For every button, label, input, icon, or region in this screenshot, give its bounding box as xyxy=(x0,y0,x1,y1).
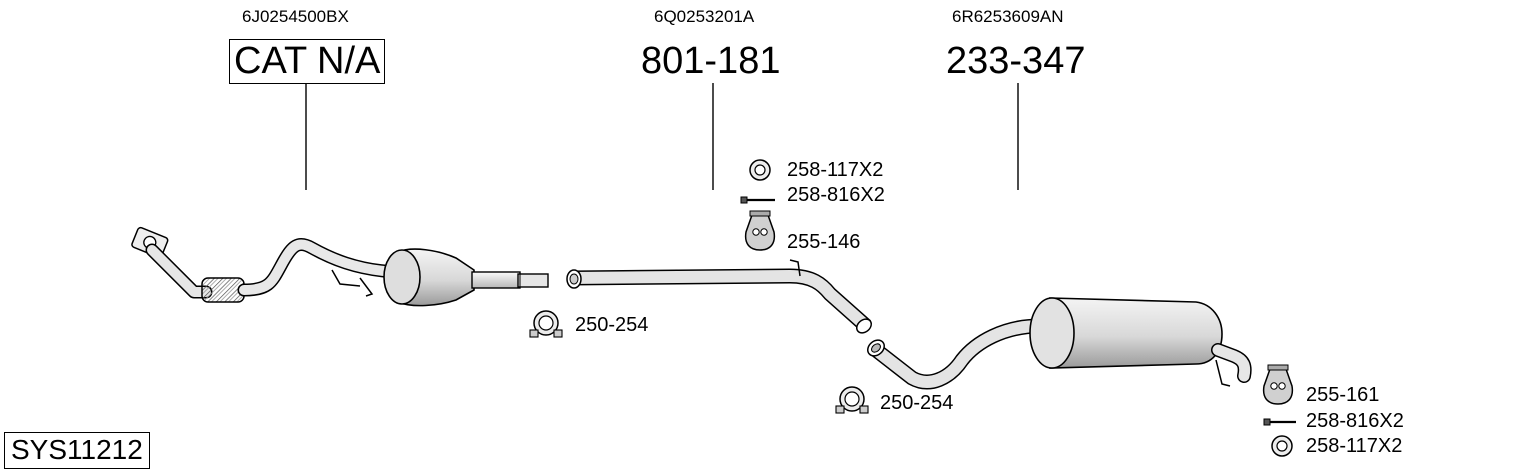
rear-silencer xyxy=(867,297,1252,390)
ring-gasket-icon-bottom xyxy=(1271,435,1293,457)
part-number-section-3[interactable]: 233-347 xyxy=(946,40,1086,82)
clamp-icon-left xyxy=(529,310,563,338)
bolt-label-bottom[interactable]: 258-816X2 xyxy=(1306,410,1404,432)
hanger-label-top[interactable]: 255-146 xyxy=(787,231,861,253)
part-number-section-2[interactable]: 801-181 xyxy=(641,40,781,82)
bolt-icon-bottom xyxy=(1263,418,1296,426)
part-number-section-1[interactable]: CAT N/A xyxy=(229,39,386,84)
clamp-icon-center xyxy=(835,386,869,414)
oe-number-section-2: 6Q0253201A xyxy=(654,7,755,26)
rubber-hanger-icon-bottom xyxy=(1262,364,1294,405)
center-pipe xyxy=(566,259,872,334)
clamp-label-left[interactable]: 250-254 xyxy=(575,314,649,336)
bolt-label-top[interactable]: 258-816X2 xyxy=(787,184,885,206)
ring-gasket-icon-top xyxy=(749,159,771,181)
clamp-label-center[interactable]: 250-254 xyxy=(880,392,954,414)
rubber-hanger-icon-top xyxy=(744,210,776,251)
system-code: SYS11212 xyxy=(4,432,150,469)
oe-number-section-1: 6J0254500BX xyxy=(242,7,349,26)
oe-number-section-3: 6R6253609AN xyxy=(952,7,1064,26)
hanger-label-bottom[interactable]: 255-161 xyxy=(1306,384,1380,406)
ring-label-top[interactable]: 258-117X2 xyxy=(787,159,884,181)
ring-label-bottom[interactable]: 258-117X2 xyxy=(1306,435,1403,457)
front-pipe-catalyst xyxy=(131,226,549,307)
bolt-icon-top xyxy=(740,196,775,204)
